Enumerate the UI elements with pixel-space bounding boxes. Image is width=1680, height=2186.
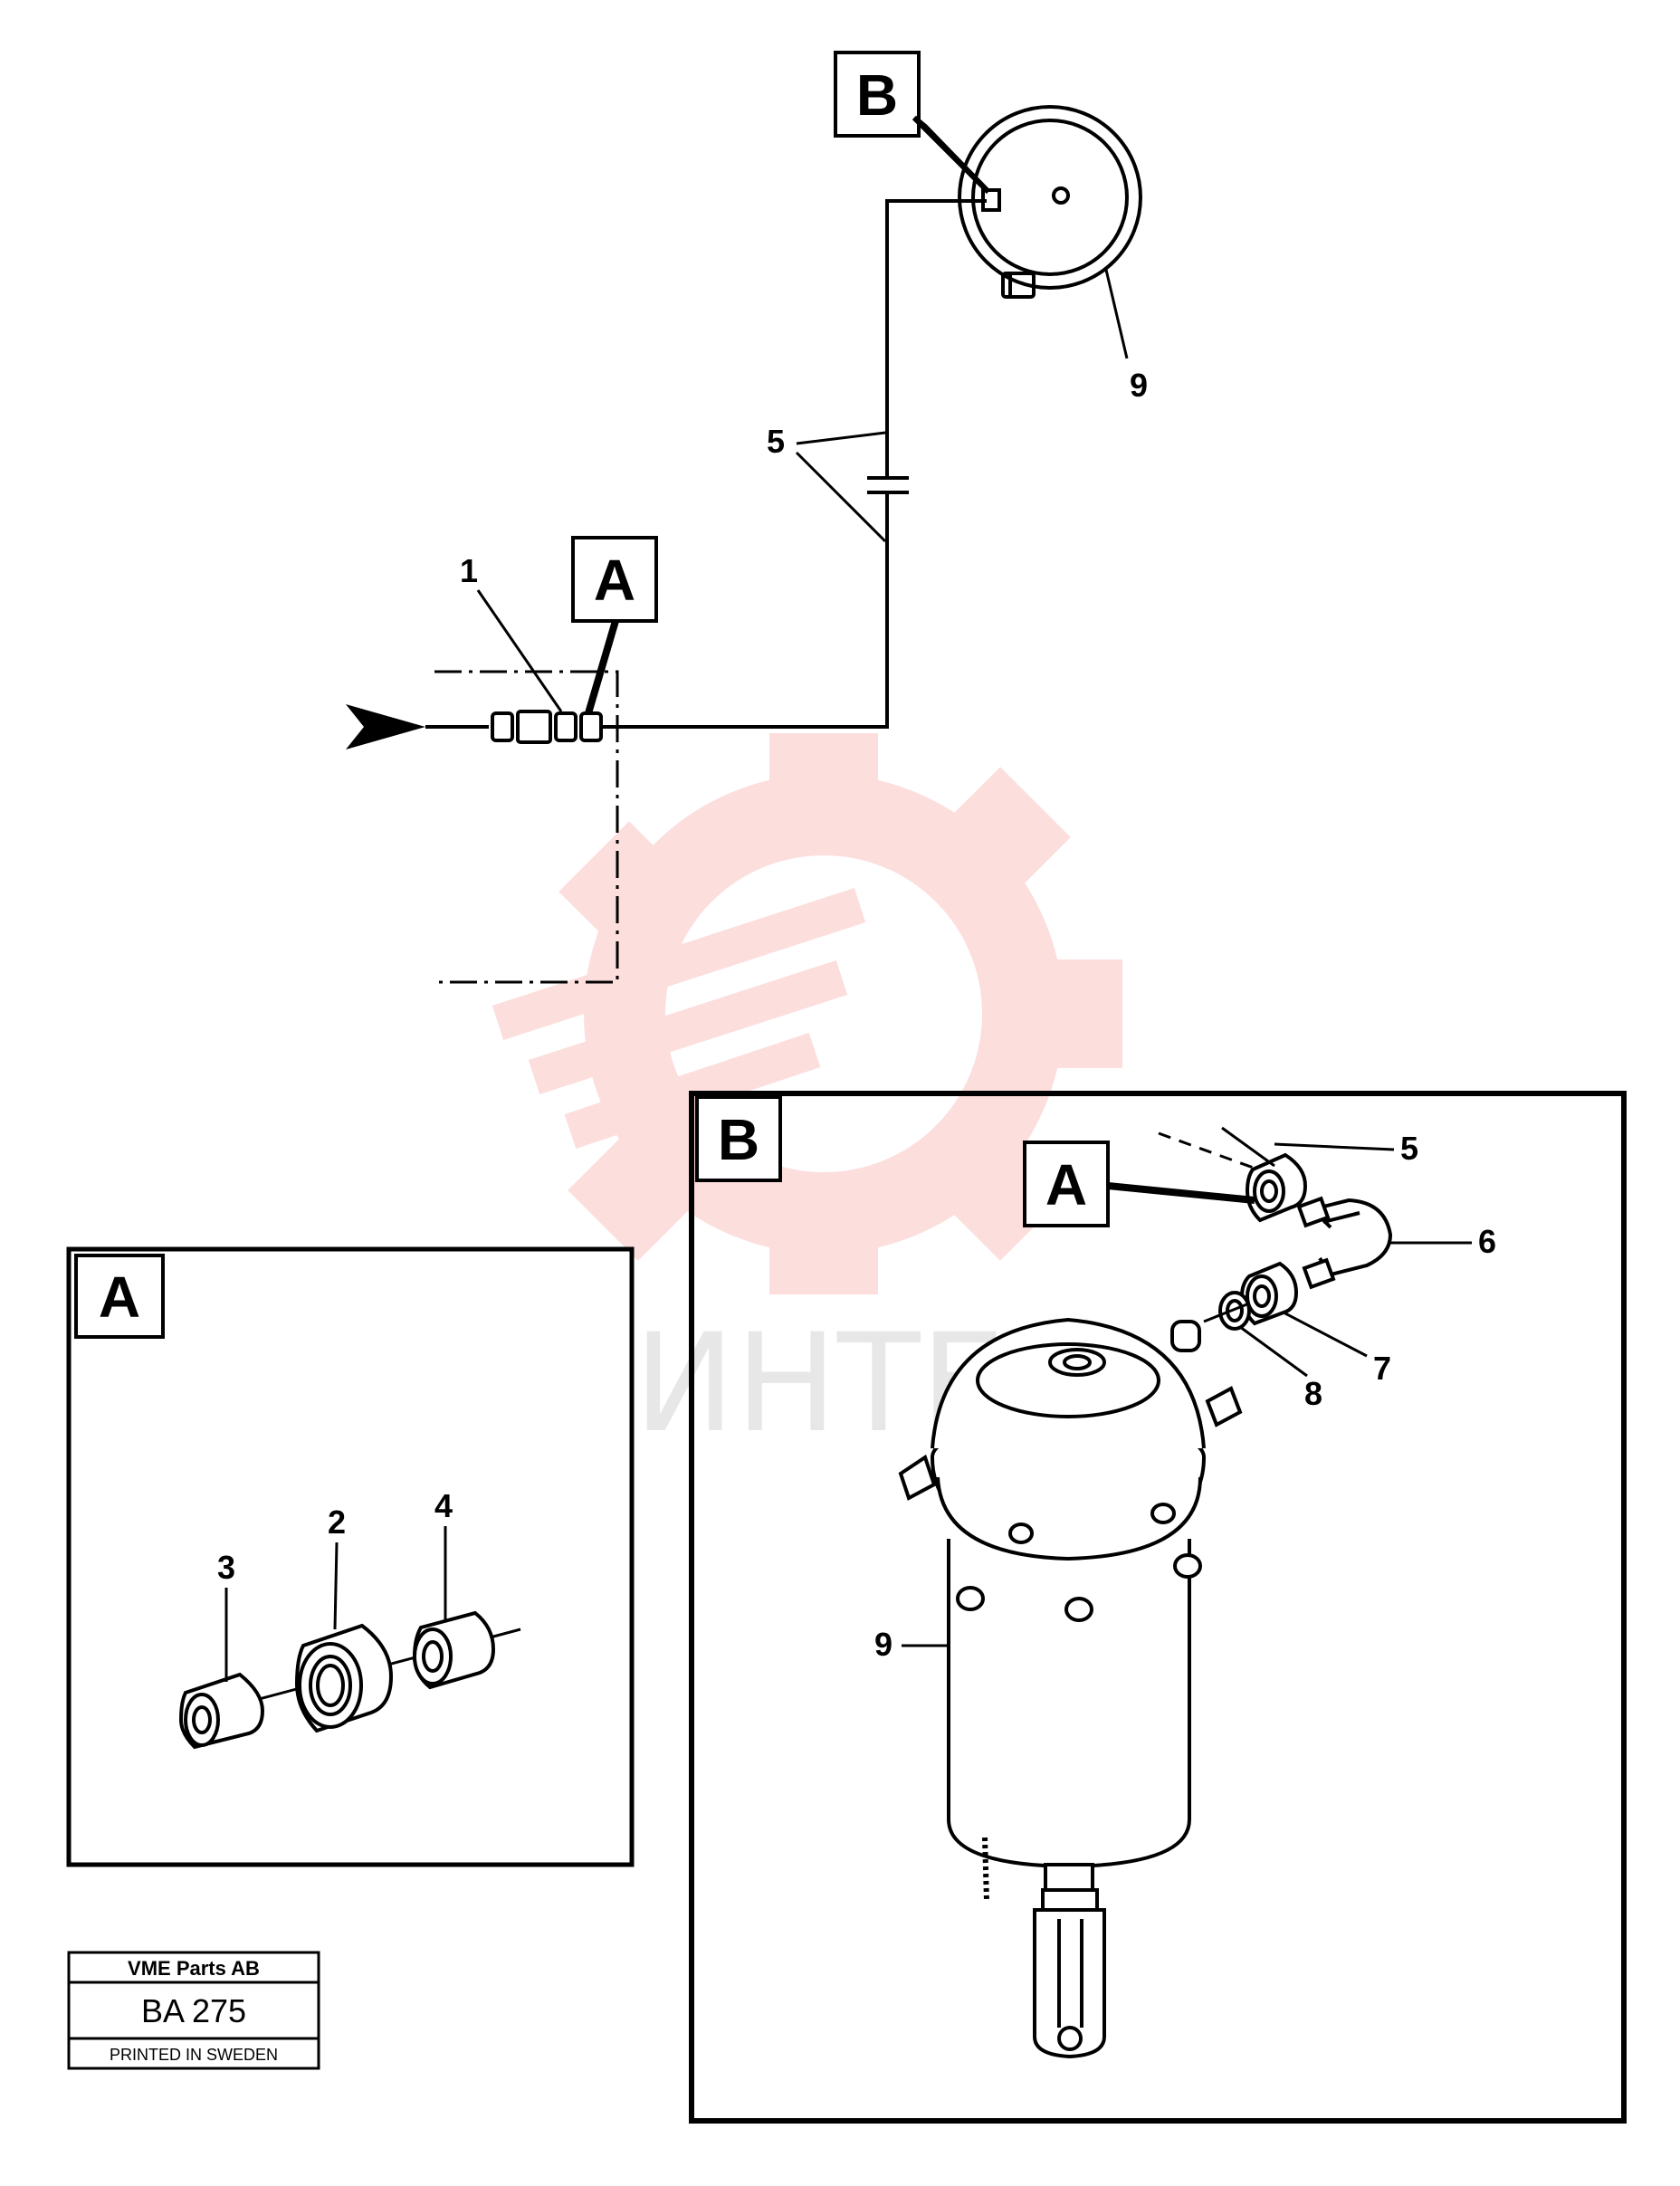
callout-box-b-label: B (856, 62, 898, 128)
detail-b-leader-8 (1239, 1325, 1308, 1378)
detail-b-callout-8: 8 (1304, 1375, 1322, 1412)
detail-a-title: A (99, 1265, 140, 1330)
brake-chamber-top-view (958, 105, 1142, 299)
watermark-logo (492, 733, 1122, 1294)
callout-9: 9 (1130, 367, 1148, 404)
detail-a-frame (66, 1246, 635, 1867)
detail-b-callout-5: 5 (1400, 1130, 1418, 1167)
detail-b-panel: B (689, 1091, 1627, 2124)
title-block-code: BA 275 (141, 1992, 246, 2029)
detail-a-title-box (74, 1254, 165, 1339)
brake-pipe (601, 199, 987, 729)
detail-b-callout-7: 7 (1373, 1350, 1391, 1387)
callout-b-pointer (912, 115, 991, 195)
callout-1: 1 (460, 552, 478, 589)
callout-box-a-label: A (594, 548, 635, 613)
main-callouts: B A 1 5 9 (460, 51, 1148, 715)
callout-3: 3 (217, 1549, 235, 1586)
detail-b-leader-5b (1221, 1126, 1275, 1168)
leader-5a (796, 431, 886, 445)
title-block-printed: PRINTED IN SWEDEN (110, 2046, 278, 2064)
leader-5b (795, 451, 887, 543)
detail-b-callout-box-a-label: A (1045, 1152, 1087, 1217)
callout-5: 5 (767, 423, 785, 460)
detail-b-frame (689, 1091, 1627, 2124)
title-block: VME Parts AB BA 275 PRINTED IN SWEDEN (67, 1951, 320, 2070)
detail-b-title: B (718, 1107, 759, 1172)
callout-4: 4 (434, 1487, 453, 1524)
main-schematic (346, 105, 1142, 984)
dashdot-frame (434, 670, 619, 984)
callout-box-b (834, 51, 921, 138)
pipe-fittings (491, 710, 603, 744)
detail-b-title-box (695, 1095, 782, 1182)
title-block-company: VME Parts AB (128, 1957, 260, 1980)
callout-2: 2 (328, 1503, 346, 1541)
detail-b-callout-box-a (1023, 1141, 1110, 1227)
flow-arrow (346, 704, 425, 749)
detail-b-leader-5 (1274, 1142, 1395, 1151)
detail-b-callout-9: 9 (874, 1626, 892, 1663)
detail-a-panel: A 2 3 4 (66, 1246, 635, 1867)
elbow-fitting-group (1158, 1131, 1393, 1331)
detail-b-callout-a-pointer (1107, 1182, 1255, 1204)
brake-chamber-cylinder (898, 1317, 1243, 2059)
leader-2 (333, 1542, 339, 1630)
leader-9 (1104, 269, 1129, 359)
coupling-assembly (178, 1610, 521, 1750)
callout-a-pointer (585, 619, 619, 715)
detail-b-leader-7 (1283, 1311, 1368, 1358)
detail-b-callout-6: 6 (1478, 1223, 1496, 1260)
leader-1 (476, 589, 563, 712)
callout-box-a (571, 536, 658, 623)
